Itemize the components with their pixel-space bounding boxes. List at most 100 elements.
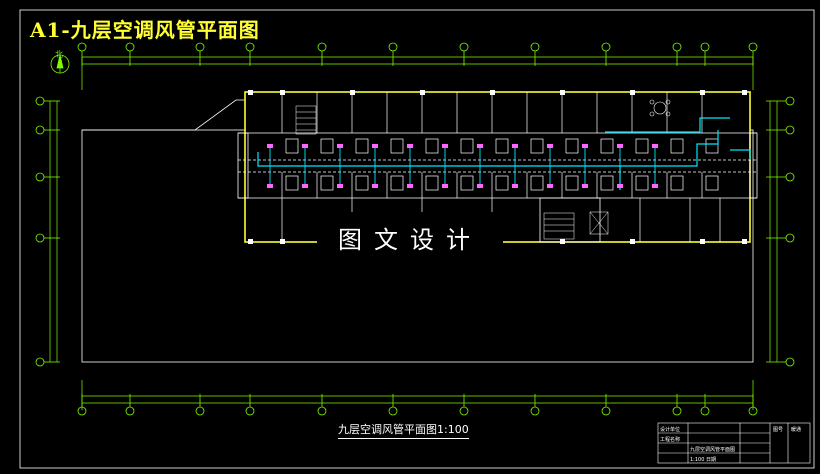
drawing-caption: 九层空调风管平面图1:100 xyxy=(338,421,469,439)
fan-coil-unit xyxy=(652,144,658,148)
column xyxy=(560,90,565,95)
axis-bubble xyxy=(245,406,255,416)
axis-bubble xyxy=(530,42,540,52)
bathroom-pod xyxy=(670,175,684,191)
axis-bubble xyxy=(748,42,758,52)
axis-bubbles-right xyxy=(766,96,795,367)
bathroom-pod xyxy=(600,138,614,154)
axis-bubble xyxy=(77,42,87,52)
fan-coil-unit xyxy=(547,144,553,148)
bathroom-pod xyxy=(495,175,509,191)
axis-bubble xyxy=(785,96,795,106)
bathroom-pod xyxy=(390,175,404,191)
column xyxy=(742,239,747,244)
bathroom-pod xyxy=(495,138,509,154)
fan-coil-unit xyxy=(337,184,343,188)
north-arrow-icon xyxy=(50,54,70,74)
title-block xyxy=(657,422,811,464)
axis-bubble xyxy=(388,42,398,52)
axis-bubble xyxy=(672,42,682,52)
axis-bubble xyxy=(35,172,45,182)
axis-bubble xyxy=(317,42,327,52)
drawing-title: A1-九层空调风管平面图 xyxy=(30,18,260,42)
site-outline-top xyxy=(82,99,245,131)
bathroom-pod xyxy=(460,175,474,191)
dimension-top xyxy=(81,56,754,90)
fan-coil-unit xyxy=(582,184,588,188)
column xyxy=(630,90,635,95)
bathroom-pod xyxy=(635,175,649,191)
bathroom-pod xyxy=(355,138,369,154)
bathroom-pod xyxy=(425,138,439,154)
axis-bubble xyxy=(35,125,45,135)
axis-bubble xyxy=(317,406,327,416)
axis-bubble xyxy=(125,42,135,52)
bathroom-pod xyxy=(565,138,579,154)
column xyxy=(350,90,355,95)
bathroom-pod xyxy=(425,175,439,191)
axis-bubble xyxy=(601,406,611,416)
axis-bubble xyxy=(785,125,795,135)
axis-bubble xyxy=(125,406,135,416)
axis-bubble xyxy=(700,42,710,52)
title-block-row-3: 九层空调风管平面图 xyxy=(690,447,736,453)
axis-bubble xyxy=(195,406,205,416)
north-label: 北 xyxy=(55,50,63,59)
bathroom-pod xyxy=(565,175,579,191)
bathroom-pod xyxy=(390,138,404,154)
axis-bubble xyxy=(672,406,682,416)
axis-bubble xyxy=(388,406,398,416)
fan-coil-unit xyxy=(302,144,308,148)
title-block-row-2: 工程名称 xyxy=(660,437,681,443)
fan-coil-unit xyxy=(407,184,413,188)
fan-coil-unit xyxy=(617,184,623,188)
bathroom-pod xyxy=(320,175,334,191)
fan-coil-unit xyxy=(477,144,483,148)
bathroom-pod xyxy=(530,175,544,191)
column xyxy=(280,239,285,244)
axis-bubble xyxy=(785,233,795,243)
fan-coil-unit xyxy=(582,144,588,148)
dimension-sides xyxy=(49,101,778,362)
fan-coil-unit xyxy=(512,144,518,148)
fan-coil-unit xyxy=(267,144,273,148)
bathroom-pod xyxy=(285,175,299,191)
axis-bubble xyxy=(245,42,255,52)
fan-coil-unit xyxy=(617,144,623,148)
axis-bubble xyxy=(785,357,795,367)
axis-bubble xyxy=(601,42,611,52)
air-duct-branches xyxy=(269,148,656,184)
axis-bubbles-bottom xyxy=(77,394,758,416)
fan-coil-unit xyxy=(407,144,413,148)
bathroom-pod xyxy=(355,175,369,191)
axis-bubble xyxy=(35,96,45,106)
fan-coil-unit xyxy=(337,144,343,148)
title-block-drawing-no: 图号 xyxy=(773,427,784,433)
fan-coil-units xyxy=(267,144,658,188)
axis-bubble xyxy=(35,357,45,367)
axis-bubbles-left xyxy=(35,96,60,367)
axis-bubble xyxy=(459,406,469,416)
bathroom-pod xyxy=(635,138,649,154)
fan-coil-unit xyxy=(477,184,483,188)
bathroom-pod xyxy=(670,138,684,154)
column xyxy=(420,90,425,95)
bathroom-pod xyxy=(320,138,334,154)
column xyxy=(630,239,635,244)
column xyxy=(490,90,495,95)
meeting-table xyxy=(649,99,671,117)
column xyxy=(280,90,285,95)
fan-coil-unit xyxy=(512,184,518,188)
bathroom-pod xyxy=(705,138,719,154)
fan-coil-unit xyxy=(442,184,448,188)
axis-bubble xyxy=(35,233,45,243)
column xyxy=(248,90,253,95)
title-block-row-1: 设计单位 xyxy=(660,427,681,433)
column xyxy=(700,239,705,244)
fan-coil-unit xyxy=(372,184,378,188)
dimension-bottom xyxy=(81,380,754,410)
stair-core xyxy=(295,105,609,240)
bathroom-pod xyxy=(460,138,474,154)
title-block-row-4: 1:100 日期 xyxy=(690,457,716,463)
fan-coil-unit xyxy=(372,144,378,148)
